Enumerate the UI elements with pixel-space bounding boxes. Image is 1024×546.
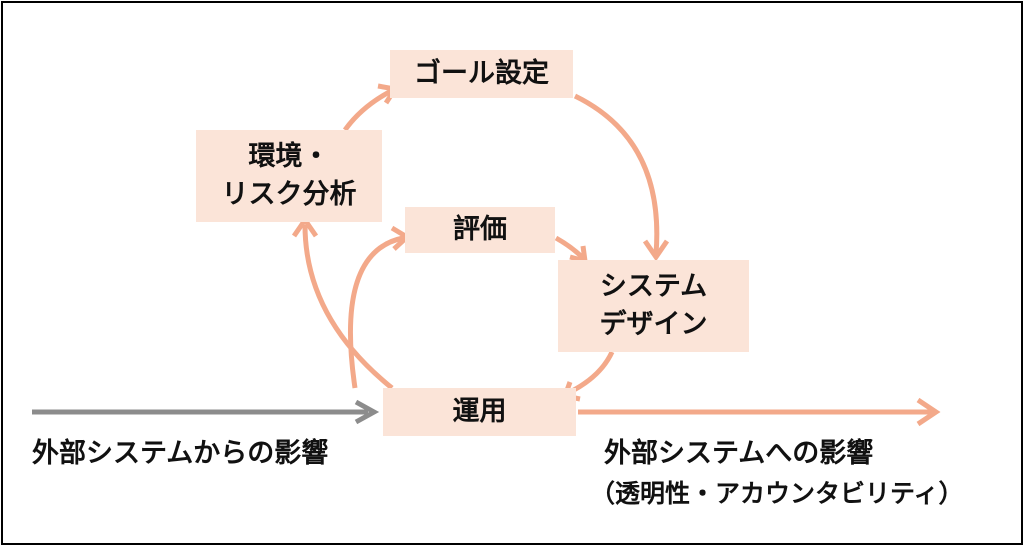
arrow-operation-to-environment [302, 224, 394, 390]
caption-outgoing-influence-detail: （透明性・アカウンタビリティ） [590, 479, 964, 508]
node-environment-label-line1: 環境・ [248, 141, 330, 172]
node-goal-setting-label: ゴール設定 [414, 58, 549, 89]
arrow-environment-to-goal [342, 87, 395, 132]
node-goal-setting: ゴール設定 [390, 50, 573, 98]
node-environment-risk-analysis: 環境・ リスク分析 [196, 130, 382, 222]
outgoing-arrow-head [916, 397, 941, 427]
node-operation: 運用 [383, 388, 576, 436]
caption-outgoing-influence: 外部システムへの影響 [604, 438, 874, 469]
arrow-goal-to-design [573, 93, 660, 255]
arrow-evaluation-to-design [554, 235, 585, 260]
arrow-goal-to-design-head [642, 239, 670, 262]
node-evaluation-label: 評価 [453, 214, 507, 245]
node-system-design: システム デザイン [558, 260, 749, 352]
arrow-operation-to-evaluation [347, 235, 404, 389]
caption-incoming-influence: 外部システムからの影響 [32, 438, 329, 469]
node-operation-label: 運用 [452, 396, 507, 427]
incoming-arrow-head [354, 399, 380, 425]
node-evaluation: 評価 [405, 207, 555, 253]
node-environment-label-line2: リスク分析 [221, 179, 357, 210]
node-system-design-label-line1: システム [599, 271, 708, 302]
node-system-design-label-line2: デザイン [599, 309, 708, 340]
